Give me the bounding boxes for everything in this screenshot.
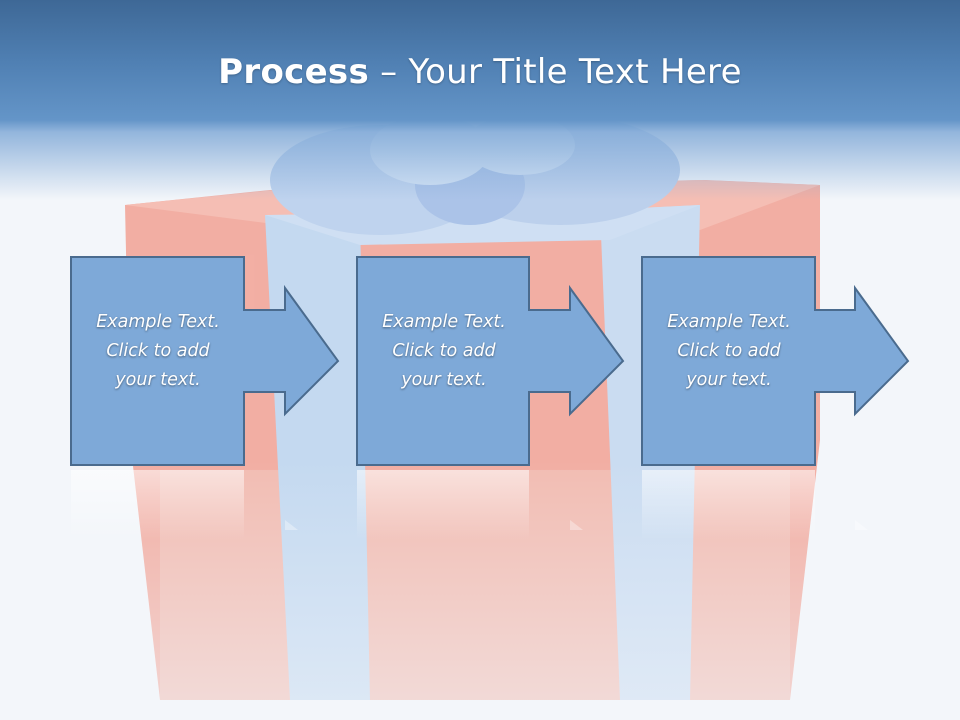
title-bar bbox=[0, 0, 960, 200]
step-text[interactable]: Example Text. Click to add your text. bbox=[667, 311, 791, 390]
step-text[interactable]: Example Text. Click to add your text. bbox=[382, 311, 506, 390]
step-text[interactable]: Example Text. Click to add your text. bbox=[96, 311, 220, 390]
title-bold: Process bbox=[218, 52, 370, 92]
page-title[interactable]: Process – Your Title Text Here bbox=[0, 52, 960, 92]
title-rest: – Your Title Text Here bbox=[369, 52, 742, 92]
